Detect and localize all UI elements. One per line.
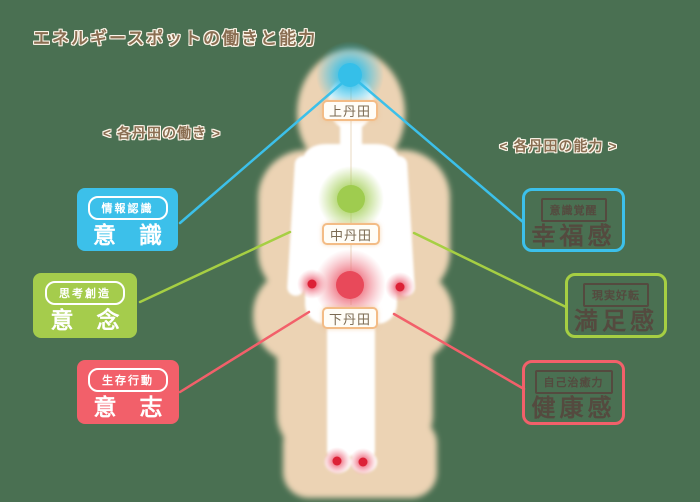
ability-label-happiness: 幸福感 xyxy=(531,224,616,250)
page-title: エネルギースポットの働きと能力 xyxy=(33,29,318,48)
right-foot-dot-core xyxy=(358,457,368,467)
function-label-intention: 意 念 xyxy=(50,308,120,333)
ability-badge-awakening: 意識覚醒 xyxy=(540,198,607,222)
ability-label-health: 健康感 xyxy=(531,396,616,422)
connector-green-left xyxy=(138,230,292,304)
function-badge-information-recognition: 情報認識 xyxy=(87,196,168,220)
lower-dantian-dot-core xyxy=(336,271,364,299)
lower-dantian-label: 下丹田 xyxy=(322,307,378,329)
ability-label-satisfaction: 満足感 xyxy=(574,309,658,335)
connector-blue-left xyxy=(178,76,350,225)
connector-red-left xyxy=(178,310,311,394)
ability-box-satisfaction: 現実好転 満足感 xyxy=(565,273,667,338)
upper-dantian-dot-core xyxy=(338,63,362,87)
connector-green-right xyxy=(412,231,568,309)
connector-blue-right xyxy=(352,76,525,224)
ability-box-health: 自己治癒力 健康感 xyxy=(522,360,625,425)
function-label-consciousness: 意 識 xyxy=(93,223,162,248)
middle-dantian-label: 中丹田 xyxy=(322,223,380,245)
function-label-will: 意 志 xyxy=(93,395,163,420)
energy-dots xyxy=(297,41,415,476)
function-box-intention: 思考創造 意 念 xyxy=(33,273,137,338)
ability-badge-self-healing: 自己治癒力 xyxy=(534,370,613,394)
function-badge-survival-action: 生存行動 xyxy=(88,368,168,392)
ability-box-happiness: 意識覚醒 幸福感 xyxy=(522,188,625,252)
ability-badge-reality-improvement: 現実好転 xyxy=(583,283,649,307)
left-section-heading: < 各丹田の働き > xyxy=(102,125,222,141)
function-box-consciousness: 情報認識 意 識 xyxy=(77,188,178,251)
upper-dantian-label: 上丹田 xyxy=(322,100,378,121)
middle-dantian-dot-core xyxy=(337,185,365,213)
connector-red-right xyxy=(392,312,526,391)
function-box-will: 生存行動 意 志 xyxy=(77,360,179,424)
function-badge-thought-creation: 思考創造 xyxy=(45,281,125,305)
left-foot-dot-core xyxy=(332,456,342,466)
right-section-heading: < 各丹田の能力 > xyxy=(499,138,618,154)
left-hand-dot-core xyxy=(307,279,317,289)
right-hand-dot-core xyxy=(395,282,405,292)
